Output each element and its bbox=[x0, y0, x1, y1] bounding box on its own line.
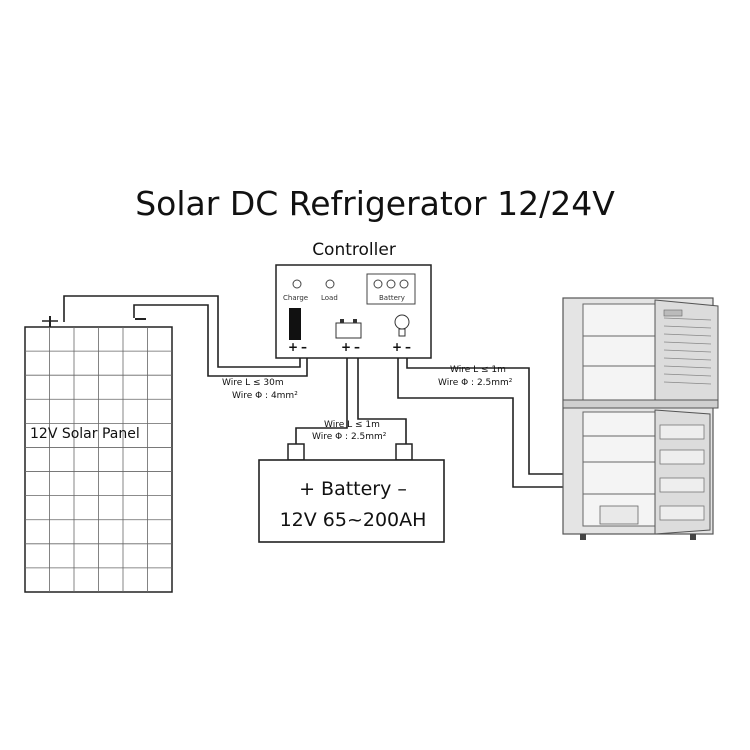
wiring bbox=[63, 295, 567, 488]
charge-label: Charge bbox=[283, 294, 309, 302]
panel-wire-length: Wire L ≤ 30m bbox=[222, 378, 284, 388]
charge-minus-sign: – bbox=[301, 340, 307, 354]
controller-title: Controller bbox=[312, 240, 396, 260]
charge-indicator-icon bbox=[292, 279, 302, 289]
solar-panel-positive-terminal bbox=[42, 316, 58, 327]
load-label: Load bbox=[321, 294, 338, 302]
charge-plus-sign: + bbox=[288, 340, 299, 354]
lightbulb-icon bbox=[394, 314, 410, 337]
battery-port-icon bbox=[335, 319, 362, 339]
panel-wire-gauge: Wire Φ : 4mm² bbox=[232, 391, 298, 401]
wire-panel-negative bbox=[133, 304, 308, 377]
wire-battery-negative bbox=[357, 358, 407, 447]
solar-panel bbox=[24, 316, 173, 593]
battery-label-line1: + Battery – bbox=[299, 478, 407, 500]
diagram-title: Solar DC Refrigerator 12/24V bbox=[135, 184, 615, 223]
fridge-wire-length: Wire L ≤ 1m bbox=[450, 365, 506, 375]
battery-wire-length: Wire L ≤ 1m bbox=[324, 420, 380, 430]
wire-battery-positive bbox=[295, 358, 348, 447]
wire-fridge-positive bbox=[397, 358, 567, 488]
battery-wire-gauge: Wire Φ : 2.5mm² bbox=[312, 432, 387, 442]
battery-box bbox=[258, 443, 445, 543]
load-plus-sign: + bbox=[392, 340, 403, 354]
solar-port-icon bbox=[289, 308, 301, 340]
battery-label-line2: 12V 65~200AH bbox=[279, 509, 427, 531]
battery-minus-sign: – bbox=[354, 340, 360, 354]
wire-panel-positive bbox=[63, 295, 301, 368]
load-indicator-icon bbox=[325, 279, 335, 289]
refrigerator bbox=[562, 297, 719, 540]
fridge-wire-gauge: Wire Φ : 2.5mm² bbox=[438, 378, 513, 388]
load-minus-sign: – bbox=[405, 340, 411, 354]
wire-fridge-negative bbox=[406, 358, 567, 475]
solar-panel-label: 12V Solar Panel bbox=[30, 426, 140, 442]
controller-box bbox=[275, 264, 432, 359]
battery-plus-sign: + bbox=[341, 340, 352, 354]
battery-indicator-frame bbox=[366, 273, 416, 305]
battery-label: Battery bbox=[379, 294, 405, 302]
solar-panel-grid bbox=[25, 327, 172, 592]
